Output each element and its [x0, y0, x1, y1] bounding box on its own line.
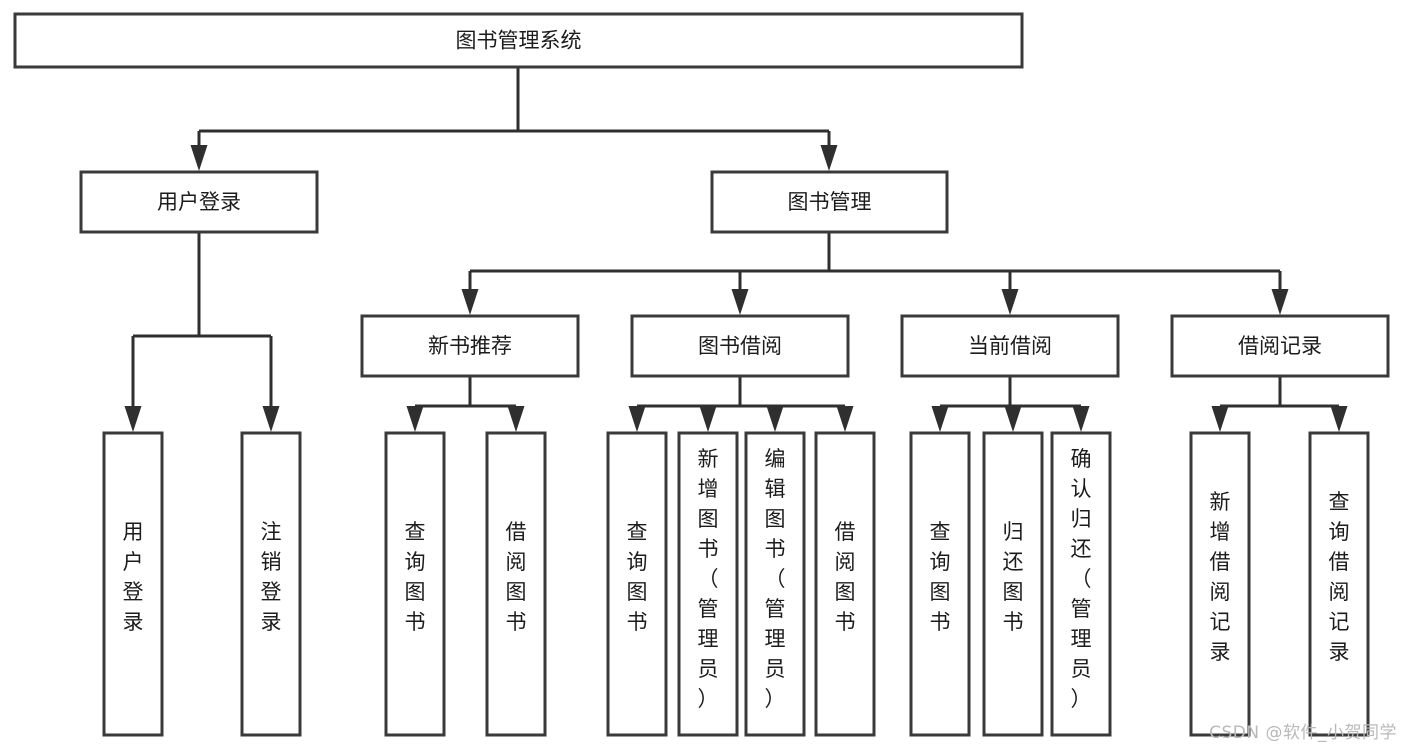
- node-box[interactable]: [814, 431, 876, 737]
- node-leaf-edit-book[interactable]: 编辑图书（管理员）: [744, 431, 806, 737]
- arrow-head-icon: [507, 406, 525, 432]
- node-leaf-borrow-book-1[interactable]: 借阅图书: [485, 431, 547, 737]
- node-current-borrow[interactable]: 当前借阅: [900, 314, 1120, 378]
- connector-group-current-borrow: [931, 376, 1090, 432]
- arrow-head-icon: [262, 406, 280, 432]
- arrow-head-icon: [766, 406, 784, 432]
- node-label: 编辑图书（管理员）: [765, 447, 786, 711]
- arrow-head-icon: [1211, 406, 1229, 432]
- node-label: 查询图书: [627, 520, 648, 634]
- node-box[interactable]: [1189, 431, 1251, 737]
- node-label: 查询借阅记录: [1329, 490, 1350, 664]
- node-label: 新增图书（管理员）: [698, 447, 719, 711]
- node-box[interactable]: [384, 431, 446, 737]
- node-leaf-borrow-book-2[interactable]: 借阅图书: [814, 431, 876, 737]
- arrow-head-icon: [1001, 289, 1019, 315]
- arrow-head-icon: [1072, 406, 1090, 432]
- node-box[interactable]: [13, 12, 1024, 69]
- node-root[interactable]: 图书管理系统: [13, 12, 1024, 69]
- node-leaf-user-logout[interactable]: 注销登录: [240, 431, 302, 737]
- node-leaf-add-book[interactable]: 新增图书（管理员）: [677, 431, 739, 737]
- node-label: 借阅图书: [506, 520, 527, 634]
- node-label: 新增借阅记录: [1210, 490, 1231, 664]
- edges-layer: [124, 67, 1348, 432]
- node-box[interactable]: [630, 314, 850, 378]
- node-box[interactable]: [909, 431, 971, 737]
- node-new-book-rec[interactable]: 新书推荐: [360, 314, 580, 378]
- node-box[interactable]: [744, 431, 806, 737]
- node-box[interactable]: [360, 314, 580, 378]
- node-label: 借阅图书: [835, 520, 856, 634]
- connector-group-user-login: [124, 232, 280, 432]
- connector-group-book-manage: [461, 232, 1289, 315]
- node-box[interactable]: [710, 170, 949, 234]
- node-box[interactable]: [79, 170, 319, 234]
- node-box[interactable]: [102, 431, 164, 737]
- nodes-layer: 图书管理系统用户登录图书管理新书推荐图书借阅当前借阅借阅记录用户登录注销登录查询…: [13, 12, 1390, 737]
- node-box[interactable]: [982, 431, 1044, 737]
- node-label: 归还图书: [1003, 520, 1024, 634]
- arrow-head-icon: [406, 406, 424, 432]
- arrow-head-icon: [820, 145, 838, 171]
- node-label: 确认归还（管理员）: [1071, 447, 1092, 711]
- node-label: 用户登录: [123, 520, 144, 634]
- node-leaf-user-login[interactable]: 用户登录: [102, 431, 164, 737]
- connector-group-book-borrow: [628, 376, 854, 432]
- node-book-manage[interactable]: 图书管理: [710, 170, 949, 234]
- arrow-head-icon: [124, 406, 142, 432]
- arrow-head-icon: [1271, 289, 1289, 315]
- node-borrow-record[interactable]: 借阅记录: [1170, 314, 1390, 378]
- csdn-watermark: CSDN @软件_小贺同学: [1209, 723, 1397, 743]
- arrow-head-icon: [699, 406, 717, 432]
- connector-group-borrow-record: [1211, 376, 1348, 432]
- node-label: 图书管理: [788, 190, 872, 214]
- node-label: 当前借阅: [968, 334, 1052, 358]
- arrow-head-icon: [190, 145, 208, 171]
- arrow-head-icon: [731, 289, 749, 315]
- node-label: 图书管理系统: [456, 29, 582, 53]
- node-box[interactable]: [485, 431, 547, 737]
- arrow-head-icon: [1330, 406, 1348, 432]
- arrow-head-icon: [461, 289, 479, 315]
- node-book-borrow[interactable]: 图书借阅: [630, 314, 850, 378]
- node-label: 查询图书: [405, 520, 426, 634]
- node-box[interactable]: [606, 431, 668, 737]
- node-box[interactable]: [240, 431, 302, 737]
- node-leaf-query-record[interactable]: 查询借阅记录: [1308, 431, 1370, 737]
- node-box[interactable]: [677, 431, 739, 737]
- node-box[interactable]: [900, 314, 1120, 378]
- node-leaf-add-record[interactable]: 新增借阅记录: [1189, 431, 1251, 737]
- node-leaf-query-book-3[interactable]: 查询图书: [909, 431, 971, 737]
- node-leaf-confirm-return[interactable]: 确认归还（管理员）: [1050, 431, 1112, 737]
- connector-group-new-book-rec: [406, 376, 525, 432]
- node-leaf-query-book-2[interactable]: 查询图书: [606, 431, 668, 737]
- connector-group-root: [190, 67, 838, 171]
- arrow-head-icon: [628, 406, 646, 432]
- node-box[interactable]: [1050, 431, 1112, 737]
- node-label: 注销登录: [261, 520, 282, 634]
- node-user-login[interactable]: 用户登录: [79, 170, 319, 234]
- node-label: 新书推荐: [428, 334, 512, 358]
- arrow-head-icon: [836, 406, 854, 432]
- node-label: 用户登录: [157, 190, 241, 214]
- node-box[interactable]: [1170, 314, 1390, 378]
- node-box[interactable]: [1308, 431, 1370, 737]
- node-label: 查询图书: [930, 520, 951, 634]
- node-label: 图书借阅: [698, 334, 782, 358]
- node-leaf-return-book[interactable]: 归还图书: [982, 431, 1044, 737]
- arrow-head-icon: [1004, 406, 1022, 432]
- arrow-head-icon: [931, 406, 949, 432]
- node-leaf-query-book-1[interactable]: 查询图书: [384, 431, 446, 737]
- node-label: 借阅记录: [1238, 334, 1322, 358]
